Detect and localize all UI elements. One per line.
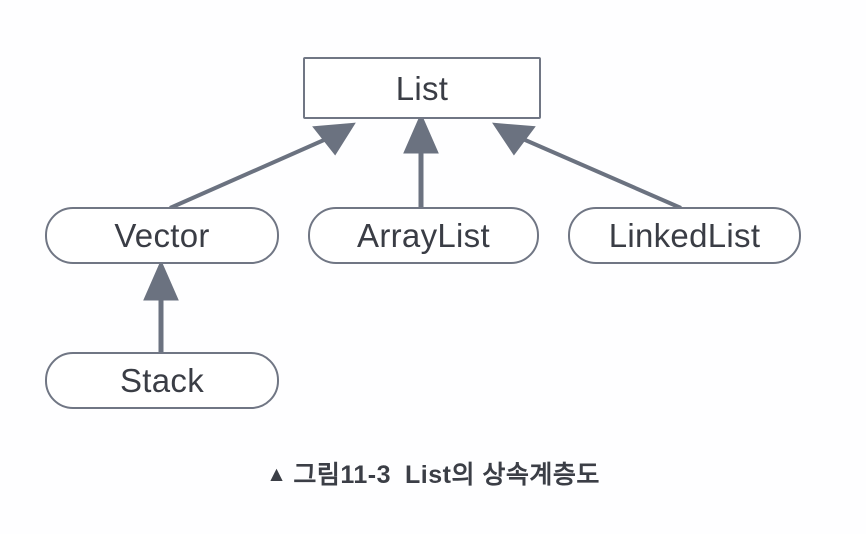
caption-triangle-icon: ▲ — [266, 463, 288, 486]
node-vector[interactable]: Vector — [45, 207, 279, 264]
edge-stack-to-vector — [143, 259, 179, 352]
caption-title: List의 상속계층도 — [405, 461, 600, 489]
node-list-label: List — [395, 69, 449, 107]
edge-line-vector-list — [169, 134, 334, 210]
edge-arraylist-to-list — [403, 112, 439, 208]
figure-caption: ▲그림11-3 List의 상속계층도 — [0, 455, 866, 491]
arrowhead-vector-list — [312, 122, 356, 156]
node-arraylist-label: ArrayList — [357, 217, 490, 254]
node-vector-label: Vector — [114, 217, 210, 254]
arrowhead-stack-vector — [143, 259, 179, 301]
caption-number: 그림11-3 — [293, 461, 392, 489]
node-arraylist[interactable]: ArrayList — [308, 207, 539, 264]
node-linkedlist[interactable]: LinkedList — [568, 207, 801, 264]
edge-linkedlist-to-list — [492, 122, 682, 210]
arrowhead-linkedlist-list — [492, 122, 536, 156]
arrowhead-arraylist-list — [403, 112, 439, 154]
edge-vector-to-list — [169, 122, 356, 210]
node-linkedlist-label: LinkedList — [608, 217, 761, 254]
node-stack-label: Stack — [119, 362, 205, 399]
edge-line-linkedlist-list — [515, 134, 682, 210]
node-stack[interactable]: Stack — [45, 352, 279, 409]
node-list[interactable]: List — [303, 57, 541, 119]
